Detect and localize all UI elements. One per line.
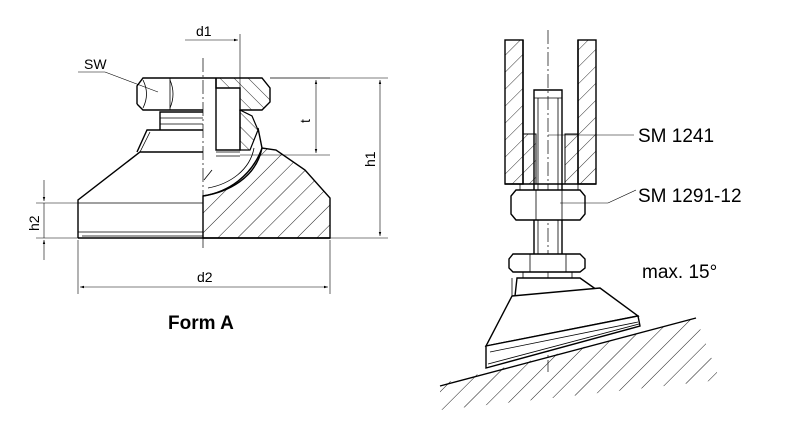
dim-d1: d1 xyxy=(185,23,241,88)
dim-h1: h1 xyxy=(270,77,388,239)
label-d1: d1 xyxy=(196,23,212,39)
form-a-title: Form A xyxy=(168,313,234,334)
assembly-drawing: SM 1241 SM 1291-12 max. 15° xyxy=(439,30,742,410)
leader-sm1291: SM 1291-12 xyxy=(560,186,742,207)
form-a-drawing: d1 SW t h1 h2 xyxy=(26,23,388,334)
base-section-hatched xyxy=(202,147,331,239)
tilted-foot xyxy=(484,277,641,369)
threaded-rod xyxy=(533,89,563,256)
dim-d2: d2 xyxy=(77,240,331,294)
label-h1: h1 xyxy=(362,151,378,167)
tube-sm1241 xyxy=(504,39,597,185)
label-sm1291: SM 1291-12 xyxy=(638,186,742,207)
label-t: t xyxy=(297,119,313,123)
leader-sm1241: SM 1241 xyxy=(548,126,714,147)
neck xyxy=(159,111,203,130)
dim-h2: h2 xyxy=(26,180,78,260)
label-sw: SW xyxy=(84,56,107,72)
label-d2: d2 xyxy=(197,269,213,285)
label-h2: h2 xyxy=(26,215,42,231)
dim-sw: SW xyxy=(78,56,159,93)
base-body xyxy=(77,129,330,239)
label-sm1241: SM 1241 xyxy=(638,126,714,147)
ball-joint xyxy=(202,109,263,197)
inclined-ground xyxy=(439,317,720,410)
lock-nut-sm1291 xyxy=(510,184,586,221)
label-tilt-angle: max. 15° xyxy=(642,262,717,283)
hex-nut xyxy=(136,77,271,111)
lower-hex-nut xyxy=(508,253,586,278)
